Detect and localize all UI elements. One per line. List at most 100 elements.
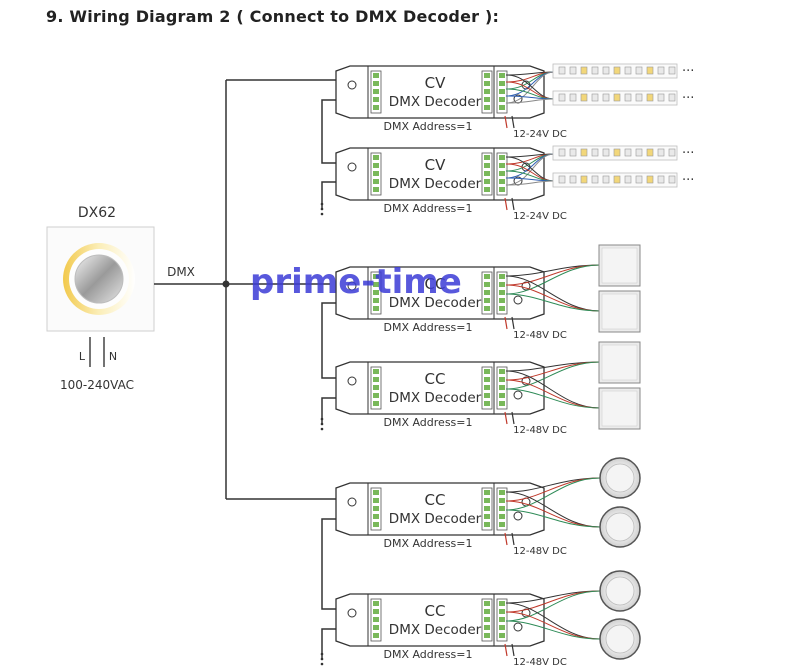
terminal-pin <box>373 498 379 503</box>
power-voltage: 100-240VAC <box>60 378 134 392</box>
led-chip <box>558 175 566 184</box>
terminal-pin <box>484 187 490 192</box>
diagram-title: 9. Wiring Diagram 2 ( Connect to DMX Dec… <box>46 7 500 26</box>
terminal-pin <box>484 274 490 279</box>
decoder-address: DMX Address=1 <box>383 120 472 133</box>
load-wire <box>505 388 601 409</box>
terminal-pin <box>373 306 379 311</box>
label-live: L <box>79 350 86 363</box>
led-chip <box>591 175 599 184</box>
terminal-pin <box>484 105 490 110</box>
led-chip <box>624 148 632 157</box>
led-chip <box>635 93 643 102</box>
terminal-pin <box>373 609 379 614</box>
decoder-address: DMX Address=1 <box>383 537 472 550</box>
led-chip <box>635 66 643 75</box>
terminal-pin <box>499 498 505 503</box>
led-chip <box>591 93 599 102</box>
terminal-pin <box>499 81 505 86</box>
led-chip <box>624 66 632 75</box>
led-chip <box>602 148 610 157</box>
decoder-model: DMX Decoder <box>389 390 482 406</box>
led-chip <box>580 175 588 184</box>
decoder-supply: 12-48V DC <box>513 546 567 557</box>
terminal-pin <box>373 506 379 511</box>
mount-hole <box>521 281 531 291</box>
terminal-pin <box>373 73 379 78</box>
decoder-supply: 12-48V DC <box>513 657 567 668</box>
terminal-pin <box>484 609 490 614</box>
led-chip <box>569 148 577 157</box>
terminal-pin <box>373 514 379 519</box>
terminal-pin <box>373 155 379 160</box>
led-chip <box>580 148 588 157</box>
terminal-pin <box>499 97 505 102</box>
terminal-pin <box>373 81 379 86</box>
led-chip <box>624 175 632 184</box>
terminal-pin <box>499 282 505 287</box>
terminal-pin <box>373 89 379 94</box>
led-chip <box>635 175 643 184</box>
terminal-pin <box>373 617 379 622</box>
led-chip <box>569 93 577 102</box>
led-chip <box>602 175 610 184</box>
strip-continuation: ··· <box>682 146 694 161</box>
decoder-type: CV <box>425 74 446 92</box>
terminal-pin <box>373 298 379 303</box>
terminal-pin <box>484 282 490 287</box>
terminal-pin <box>484 97 490 102</box>
mount-hole <box>521 376 531 386</box>
led-chip <box>668 66 676 75</box>
terminal-pin <box>499 187 505 192</box>
terminal-pin <box>484 179 490 184</box>
decoder-model: DMX Decoder <box>389 176 482 192</box>
terminal-pin <box>484 514 490 519</box>
terminal-pin <box>484 617 490 622</box>
terminal-pin <box>499 522 505 527</box>
controller-name: DX62 <box>78 205 116 221</box>
terminal-pin <box>373 625 379 630</box>
terminal-pin <box>484 155 490 160</box>
mount-hole <box>347 497 357 507</box>
terminal-pin <box>484 298 490 303</box>
terminal-pin <box>484 73 490 78</box>
terminal-pin <box>499 514 505 519</box>
decoder-supply: 12-24V DC <box>513 129 567 140</box>
led-chip <box>646 148 654 157</box>
strip-continuation: ··· <box>682 64 694 79</box>
terminal-pin <box>373 522 379 527</box>
terminal-pin <box>484 625 490 630</box>
terminal-pin <box>499 401 505 406</box>
mount-hole <box>347 376 357 386</box>
chain-continuation-dots <box>320 202 324 666</box>
terminal-pin <box>373 633 379 638</box>
mount-hole <box>347 162 357 172</box>
led-chip <box>613 148 621 157</box>
terminal-pin <box>499 369 505 374</box>
led-chip <box>569 175 577 184</box>
led-chip <box>635 148 643 157</box>
mount-hole <box>347 608 357 618</box>
load-wire <box>505 620 601 640</box>
led-chip <box>657 93 665 102</box>
led-chip <box>580 66 588 75</box>
led-chip <box>624 93 632 102</box>
decoder-type: CC <box>425 491 446 509</box>
decoder-model: DMX Decoder <box>389 94 482 110</box>
mount-hole <box>521 608 531 618</box>
led-chip <box>657 175 665 184</box>
terminal-pin <box>373 282 379 287</box>
terminal-pin <box>484 506 490 511</box>
terminal-pin <box>499 633 505 638</box>
load-wire <box>505 590 601 622</box>
led-chip <box>613 175 621 184</box>
terminal-pin <box>373 490 379 495</box>
led-chip <box>613 93 621 102</box>
terminal-pin <box>373 290 379 295</box>
led-chip <box>613 66 621 75</box>
led-chip <box>668 148 676 157</box>
terminal-pin <box>499 155 505 160</box>
